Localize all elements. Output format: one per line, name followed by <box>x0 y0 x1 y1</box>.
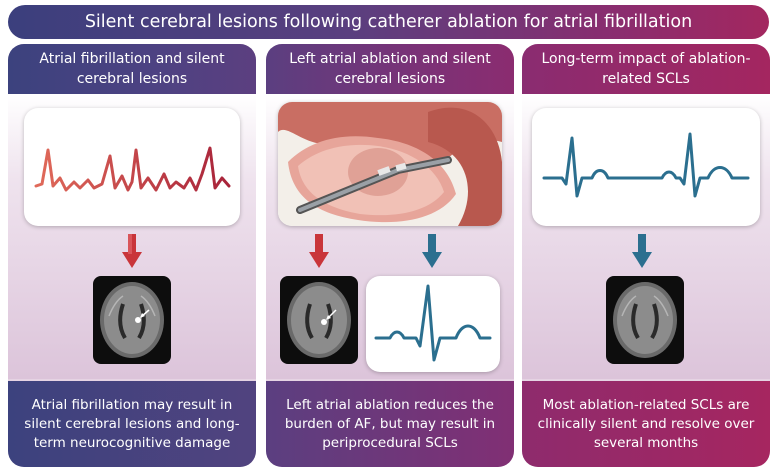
panel-left-atrial-ablation: Left atrial ablation and silent cerebral… <box>266 44 514 467</box>
brain-mri-image <box>280 276 358 364</box>
heart-catheter-image <box>278 102 502 226</box>
panel-atrial-fibrillation: Atrial fibrillation and silent cerebral … <box>8 44 256 467</box>
sinus-ecg-trace <box>542 132 750 198</box>
panel-caption: Left atrial ablation reduces the burden … <box>266 381 514 467</box>
down-arrow-icon <box>422 234 442 268</box>
down-arrow-icon <box>632 234 652 268</box>
af-ecg-trace <box>34 146 231 192</box>
panel-caption: Most ablation-related SCLs are clinicall… <box>522 381 770 467</box>
panel-caption: Atrial fibrillation may result in silent… <box>8 381 256 467</box>
panel-heading: Long-term impact of ablation-related SCL… <box>522 44 770 94</box>
sinus-ecg-trace <box>374 284 492 362</box>
brain-mri-image <box>606 276 684 364</box>
panel-long-term-impact: Long-term impact of ablation-related SCL… <box>522 44 770 467</box>
down-arrow-icon <box>309 234 329 268</box>
af-ecg-card <box>24 108 240 226</box>
brain-mri-image <box>93 276 171 364</box>
panel-heading: Left atrial ablation and silent cerebral… <box>266 44 514 94</box>
sinus-ecg-card <box>366 276 500 372</box>
down-arrow-icon <box>122 234 142 268</box>
sinus-ecg-card <box>532 108 760 226</box>
diagram-title: Silent cerebral lesions following cather… <box>8 5 769 39</box>
panel-heading: Atrial fibrillation and silent cerebral … <box>8 44 256 94</box>
